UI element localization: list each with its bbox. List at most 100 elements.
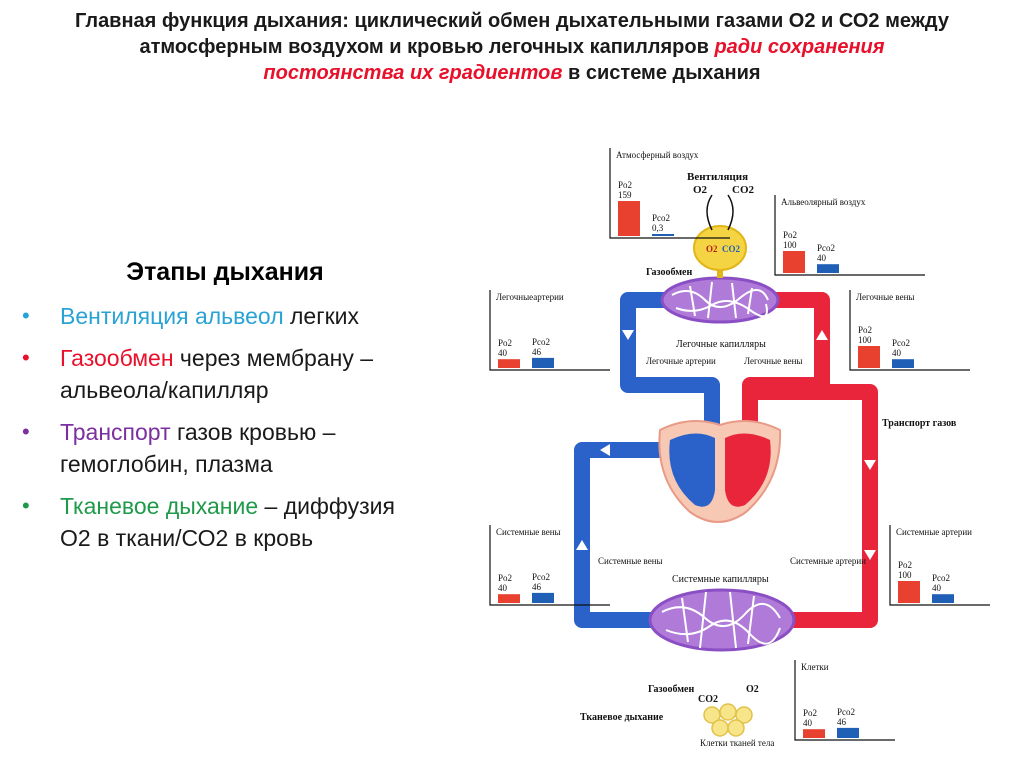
alveolus-o2-label: O2: [706, 244, 718, 254]
pco2-label: Pco2: [652, 213, 670, 223]
bullet-icon: •: [22, 419, 30, 444]
po2-label: Po2: [803, 708, 817, 718]
pco2-value: 46: [837, 717, 847, 727]
ventilation-arrows: [706, 194, 734, 231]
pco2-bar: [892, 359, 914, 368]
stages-heading: Этапы дыхания: [126, 258, 324, 286]
pco2-label: Pco2: [892, 338, 910, 348]
systemic-capillary-bed: [648, 588, 796, 652]
box-axis: [849, 290, 970, 371]
stage-item-transport: • Транспорт газов кровью – гемоглобин, п…: [20, 416, 400, 480]
box-title: Клетки: [801, 662, 829, 672]
po2-bar: [898, 581, 920, 603]
gas-exchange-top-label: Газообмен: [646, 267, 692, 278]
body-tissue-cells-label: Клетки тканей тела: [700, 738, 774, 748]
gas-transport-label: Транспорт газов: [882, 418, 957, 429]
po2-value: 40: [498, 583, 508, 593]
circulation-diagram: O2 CO2 Вентиляция O2 CO2 Газообмен Легоч…: [489, 148, 990, 748]
stage-term: Тканевое дыхание: [60, 493, 259, 519]
stage-term: Транспорт: [60, 419, 171, 445]
po2-bar: [803, 729, 825, 738]
pco2-label: Pco2: [817, 243, 835, 253]
box-axis: [889, 525, 990, 606]
box-title: Атмосферный воздух: [616, 150, 699, 160]
box-title: Системные артерии: [896, 527, 972, 537]
stage-desc: – диффузия О2 в ткани/СО2 в кровь: [60, 493, 395, 551]
box-axis: [489, 290, 610, 371]
systemic-capillaries-label: Системные капилляры: [672, 574, 769, 585]
po2-bar: [618, 201, 640, 236]
po2-bar: [498, 359, 520, 368]
box-axis: [609, 148, 730, 239]
pco2-value: 40: [892, 348, 902, 358]
pco2-value: 46: [532, 347, 542, 357]
alveolus-co2-label: CO2: [722, 244, 741, 254]
flow-arrows: [576, 330, 876, 560]
po2-label: Po2: [898, 560, 912, 570]
po2-bar: [783, 251, 805, 273]
stage-desc: через мембрану – альвеола/капилляр: [60, 345, 374, 403]
pco2-bar: [932, 594, 954, 603]
tissue-respiration-label: Тканевое дыхание: [580, 712, 664, 723]
pco2-label: Pco2: [532, 337, 550, 347]
pco2-value: 46: [532, 582, 542, 592]
systemic-artery-loop: [742, 384, 878, 628]
box-axis: [774, 195, 925, 276]
po2-label: Po2: [618, 180, 632, 190]
pco2-bar: [532, 592, 554, 603]
stage-term: Вентиляция альвеол: [60, 303, 284, 329]
pco2-label: Pco2: [932, 573, 950, 583]
po2-value: 100: [898, 570, 912, 580]
po2-label: Po2: [498, 338, 512, 348]
po2-bar: [498, 594, 520, 603]
bottom-co2-label: CO2: [698, 694, 718, 705]
pco2-bar: [837, 727, 859, 738]
stage-item-tissue-respiration: • Тканевое дыхание – диффузия О2 в ткани…: [20, 490, 400, 554]
po2-label: Po2: [498, 573, 512, 583]
title-text-end: в системе дыхания: [562, 62, 761, 84]
stage-item-ventilation: • Вентиляция альвеол легких: [20, 300, 400, 332]
stage-item-gas-exchange: • Газообмен через мембрану – альвеола/ка…: [20, 342, 400, 406]
ventilation-o2: O2: [693, 184, 708, 196]
bullet-icon: •: [22, 345, 30, 370]
systemic-vein-loop: [574, 442, 682, 628]
title-highlight: ради сохранения постоянства их градиенто…: [263, 36, 885, 84]
title-text: Главная функция дыхания: циклический обм…: [75, 10, 949, 58]
heart: [658, 420, 782, 523]
box-title: Альвеолярный воздух: [781, 197, 866, 207]
gas-exchange-bottom-label: Газообмен: [648, 684, 694, 695]
pco2-bar: [652, 234, 674, 236]
systemic-arteries-label: Системные артерии: [790, 556, 866, 566]
stage-desc: легких: [283, 303, 360, 329]
po2-bar: [858, 346, 880, 368]
partial-pressure-boxes: Атмосферный воздухPo2159Pco20,3Альвеоляр…: [489, 148, 990, 741]
box-axis: [489, 525, 610, 606]
pco2-value: 40: [932, 583, 942, 593]
box-title: Системные вены: [496, 527, 561, 537]
bullet-icon: •: [22, 493, 30, 518]
po2-value: 40: [803, 718, 813, 728]
bullet-icon: •: [22, 303, 30, 328]
pco2-bar: [532, 357, 554, 368]
pulmonary-capillary-bed: [660, 276, 780, 324]
tissue-cells: [703, 703, 753, 737]
heart-left-side: [725, 433, 771, 507]
stage-term: Газообмен: [60, 345, 174, 371]
pco2-bar: [817, 264, 839, 273]
po2-value: 100: [858, 335, 872, 345]
bottom-o2-label: O2: [746, 684, 759, 695]
heart-right-side: [669, 433, 715, 507]
box-axis: [794, 660, 895, 741]
po2-label: Po2: [783, 230, 797, 240]
pulmonary-capillaries-label: Легочные капилляры: [676, 339, 766, 350]
pulmonary-arteries-label: Легочные артерии: [646, 356, 716, 366]
po2-value: 159: [618, 190, 632, 200]
pco2-label: Pco2: [837, 707, 855, 717]
po2-label: Po2: [858, 325, 872, 335]
pco2-label: Pco2: [532, 572, 550, 582]
